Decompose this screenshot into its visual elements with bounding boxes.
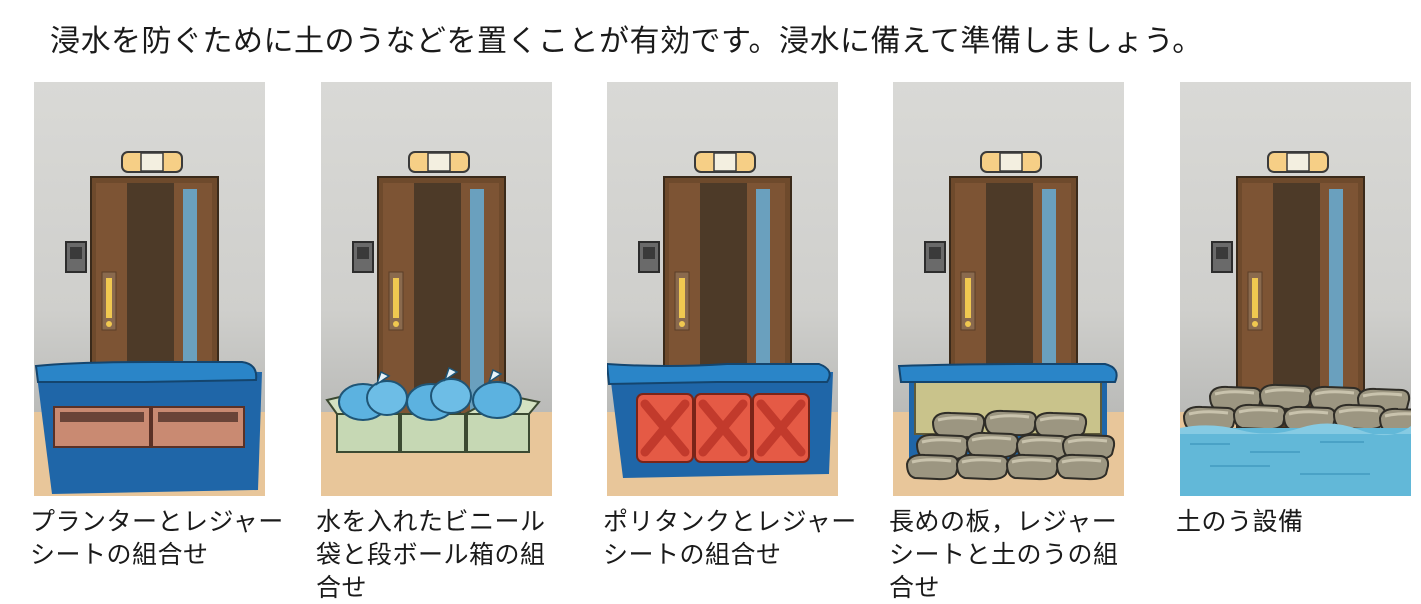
- panel-poly-tanks: [607, 82, 838, 496]
- headline: 浸水を防ぐために土のうなどを置くことが有効です。浸水に備えて準備しましょう。: [50, 24, 1203, 59]
- caption-board-sandbags: 長めの板，レジャー シートと土のうの組 合せ: [889, 507, 1119, 602]
- panel-board-sandbags: [893, 82, 1124, 496]
- caption-water-bags: 水を入れたビニール 袋と段ボール箱の組 合せ: [316, 507, 546, 602]
- panel-water-bags: [321, 82, 552, 496]
- water-bags-illustration: [321, 82, 552, 496]
- caption-planter-sheet: プランターとレジャー シートの組合せ: [30, 507, 284, 569]
- caption-poly-tanks: ポリタンクとレジャー シートの組合せ: [603, 507, 857, 569]
- planter-sheet-illustration: [34, 82, 265, 496]
- panel-planter-sheet: [34, 82, 265, 496]
- sandbag-equipment-illustration: [1180, 82, 1411, 496]
- board-sandbags-illustration: [893, 82, 1124, 496]
- poly-tanks-illustration: [607, 82, 838, 496]
- panel-sandbag-equipment: [1180, 82, 1411, 496]
- caption-sandbag-equipment: 土のう設備: [1176, 507, 1304, 536]
